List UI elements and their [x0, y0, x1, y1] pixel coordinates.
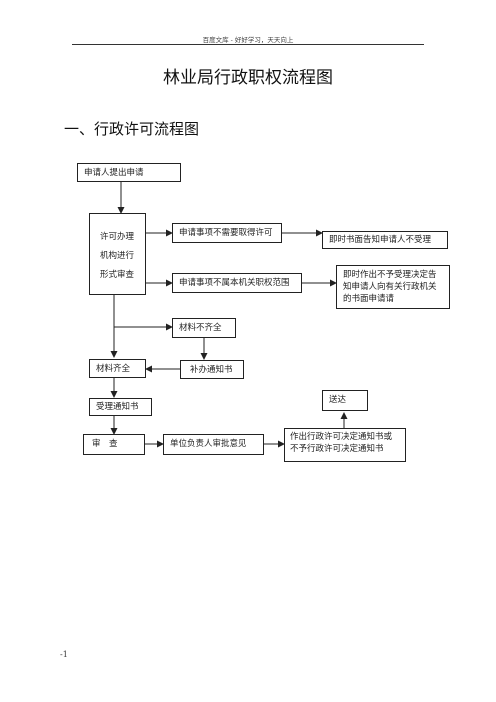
- running-header: 百度文库 - 好好学习，天天向上: [202, 36, 294, 44]
- page-title: 林业局行政职权流程图: [163, 68, 333, 88]
- leader-approval-box: 单位负责人审批意见: [163, 434, 264, 455]
- review-org-line-3: 形式审查: [100, 270, 135, 280]
- review-org-box: 许可办理 机构进行 形式审查: [89, 213, 146, 295]
- apply-box: 申请人提出申请: [77, 163, 181, 182]
- materials-complete-box: 材料齐全: [89, 359, 146, 378]
- materials-incomplete-box: 材料不齐全: [172, 318, 236, 338]
- page-number: -1: [60, 650, 68, 659]
- review-org-line-2: 机构进行: [100, 251, 135, 261]
- section-heading: 一、行政许可流程图: [64, 120, 200, 138]
- review-org-line-1: 许可办理: [100, 232, 135, 242]
- review-box: 审 查: [83, 434, 145, 455]
- not-in-scope-box: 申请事项不属本机关职权范围: [172, 273, 302, 293]
- notify-not-accepted-box: 即时书面告知申请人不受理: [322, 231, 448, 249]
- decision-notice-box: 作出行政许可决定通知书或不予行政许可决定通知书: [284, 428, 406, 462]
- acceptance-notice-box: 受理通知书: [89, 398, 152, 416]
- no-permit-needed-box: 申请事项不需要取得许可: [172, 223, 282, 243]
- deliver-box: 送达: [322, 390, 368, 411]
- supplement-notice-box: 补办通知书: [180, 360, 244, 379]
- header-rule: [72, 44, 424, 45]
- notice-reject-box: 即时作出不予受理决定告知申请人向有关行政机关的书面申请请: [336, 265, 450, 309]
